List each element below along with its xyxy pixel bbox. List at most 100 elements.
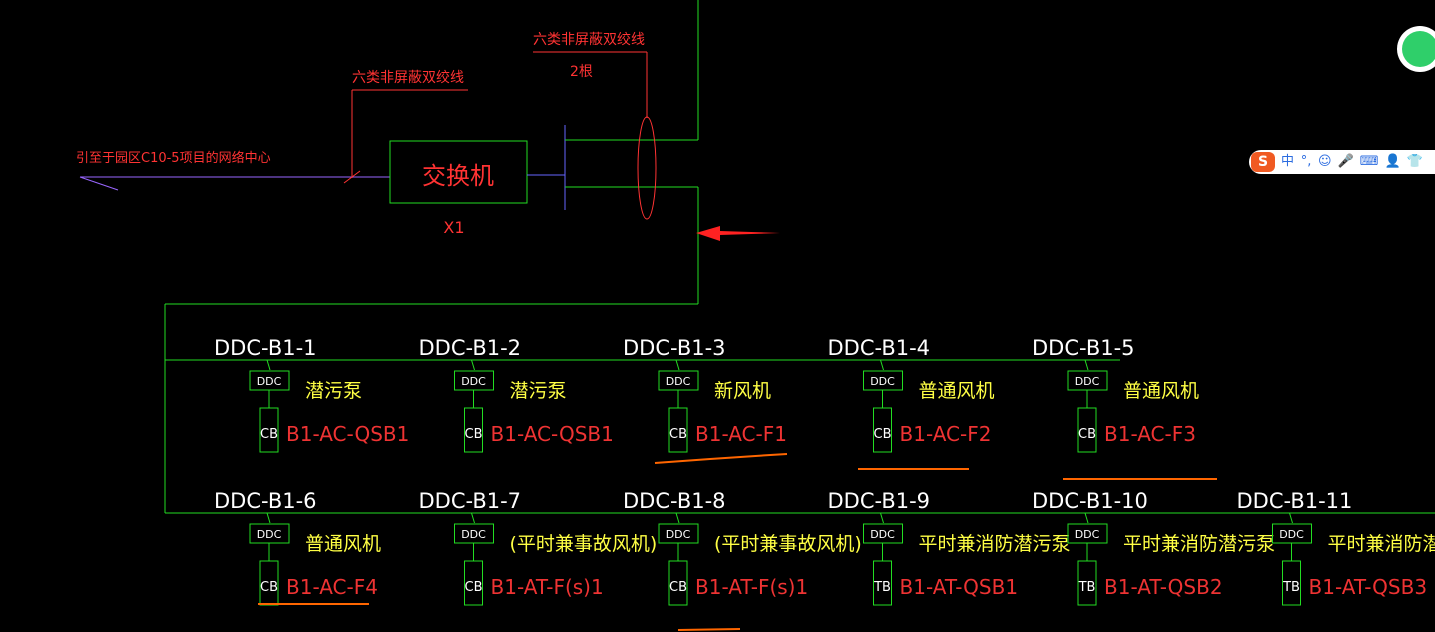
- cb-box-label: CB: [669, 580, 687, 595]
- equipment-desc: 普通风机: [1123, 380, 1199, 402]
- cb-box-label: CB: [465, 427, 483, 442]
- equipment-id: B1-AC-F4: [286, 575, 378, 599]
- cb-box: [259, 407, 279, 453]
- cb-box: [464, 407, 483, 453]
- ddc-box-label: DDC: [666, 375, 691, 388]
- ddc-box-label: DDC: [870, 375, 895, 388]
- cb-box-label: CB: [874, 427, 892, 442]
- ddc-id-label: DDC-B1-1: [214, 336, 317, 360]
- ddc-box-label: DDC: [870, 528, 895, 541]
- equipment-id: B1-AC-F3: [1104, 422, 1196, 446]
- cable-bundle-marker: [637, 116, 657, 220]
- ddc-box-label: DDC: [1075, 375, 1100, 388]
- skin-icon[interactable]: 👕: [1406, 154, 1423, 169]
- red-arrow-icon: [696, 226, 780, 241]
- ddc-id-label: DDC-B1-9: [828, 489, 931, 513]
- equipment-desc: 潜污泵: [305, 380, 362, 402]
- cb-box-label: CB: [465, 580, 483, 595]
- cb-box: [464, 560, 483, 606]
- equipment-desc: 潜污泵: [510, 380, 567, 402]
- switch-id: X1: [443, 218, 464, 237]
- equipment-id: B1-AC-QSB1: [491, 422, 614, 446]
- ddc-box-label: DDC: [461, 375, 486, 388]
- ddc-id-label: DDC-B1-8: [623, 489, 726, 513]
- switch-box: [389, 140, 528, 204]
- ddc-id-label: DDC-B1-7: [419, 489, 522, 513]
- ddc-box-label: DDC: [257, 375, 282, 388]
- ddc-box-label: DDC: [461, 528, 486, 541]
- equipment-id: B1-AT-F(s)1: [491, 575, 604, 599]
- equipment-desc: (平时兼事故风机): [714, 533, 862, 555]
- ddc-id-label: DDC-B1-10: [1032, 489, 1148, 513]
- ddc-box-label: DDC: [1075, 528, 1100, 541]
- keyboard-icon[interactable]: ⌨: [1359, 154, 1379, 169]
- cb-box: [873, 560, 892, 606]
- chinese-mode-icon[interactable]: 中: [1281, 154, 1295, 169]
- equipment-desc: 平时兼消防潜污泵: [1123, 533, 1275, 555]
- equipment-desc: 平时兼消防潜污泵: [919, 533, 1071, 555]
- equipment-id: B1-AC-F2: [900, 422, 992, 446]
- ddc-id-label: DDC-B1-11: [1237, 489, 1353, 513]
- source-label: 引至于园区C10-5项目的网络中心: [76, 150, 271, 166]
- ddc-box-label: DDC: [1279, 528, 1304, 541]
- user-icon[interactable]: 👤: [1384, 154, 1401, 169]
- equipment-id: B1-AT-QSB2: [1104, 575, 1223, 599]
- cb-box-label: CB: [1078, 427, 1096, 442]
- equipment-desc: 新风机: [714, 380, 771, 402]
- sogou-logo-icon[interactable]: S: [1251, 152, 1275, 172]
- equipment-id: B1-AC-F1: [695, 422, 787, 446]
- ddc-id-label: DDC-B1-5: [1032, 336, 1135, 360]
- equipment-desc: 普通风机: [919, 380, 995, 402]
- wifi-icon-inner: [1402, 31, 1435, 67]
- annotation-underlines: [258, 453, 1217, 631]
- ddc-id-label: DDC-B1-4: [828, 336, 931, 360]
- ddc-box-label: DDC: [666, 528, 691, 541]
- ddc-id-label: DDC-B1-2: [419, 336, 522, 360]
- cb-box: [668, 560, 688, 606]
- ime-toolbar: S 中 °, ☺ 🎤 ⌨ 👤 👕: [1249, 150, 1435, 174]
- microphone-icon[interactable]: 🎤: [1337, 154, 1354, 169]
- cb-box: [1077, 560, 1097, 606]
- equipment-desc: 普通风机: [305, 533, 381, 555]
- cable-top-count: 2根: [570, 64, 593, 80]
- network-section: 六类非屏蔽双绞线 2根 六类非屏蔽双绞线 引至于园区C10-5项目的网络中心 交…: [76, 0, 780, 305]
- cb-box: [668, 407, 688, 453]
- ddc-box-label: DDC: [257, 528, 282, 541]
- cable-top-label: 六类非屏蔽双绞线: [533, 31, 645, 48]
- cb-box: [1077, 407, 1097, 453]
- ddc-id-label: DDC-B1-3: [623, 336, 726, 360]
- punctuation-icon[interactable]: °,: [1300, 154, 1312, 169]
- equipment-id: B1-AT-QSB3: [1309, 575, 1428, 599]
- cb-box: [873, 407, 892, 453]
- wifi-icon[interactable]: [1397, 26, 1435, 72]
- cb-box-label: CB: [260, 427, 278, 442]
- cb-box-label: CB: [669, 427, 687, 442]
- cb-box-label: CB: [260, 580, 278, 595]
- cb-box-label: TB: [873, 580, 891, 595]
- cb-box-label: TB: [1282, 580, 1300, 595]
- emoji-icon[interactable]: ☺: [1318, 154, 1332, 169]
- cable-left-label: 六类非屏蔽双绞线: [352, 69, 464, 86]
- cb-box-label: TB: [1078, 580, 1096, 595]
- equipment-id: B1-AC-QSB1: [286, 422, 409, 446]
- equipment-desc: (平时兼事故风机): [510, 533, 658, 555]
- equipment-id: B1-AT-QSB1: [900, 575, 1019, 599]
- equipment-id: B1-AT-F(s)1: [695, 575, 808, 599]
- ddc-bus: [164, 304, 1435, 514]
- ddc-id-label: DDC-B1-6: [214, 489, 317, 513]
- switch-label: 交换机: [422, 162, 494, 190]
- equipment-desc: 平时兼消防潜污泵: [1328, 533, 1435, 555]
